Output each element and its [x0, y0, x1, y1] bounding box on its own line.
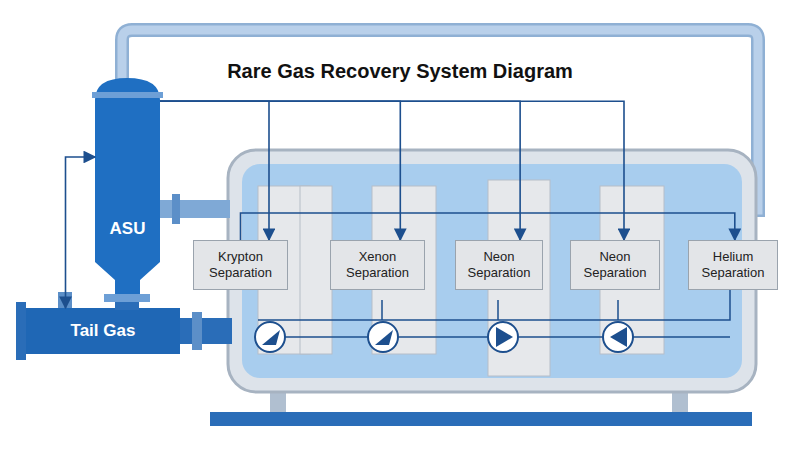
- node-label: Neon Separation: [575, 249, 655, 281]
- diagram-title: Rare Gas Recovery System Diagram: [0, 60, 800, 83]
- pump-symbol: [603, 322, 633, 352]
- flow-connector: [66, 157, 96, 308]
- flow-connector: [160, 101, 520, 240]
- node-label: Helium Separation: [693, 249, 773, 281]
- inlet-pipe: [160, 200, 230, 218]
- pumps: [255, 322, 633, 352]
- vessel-band: [92, 92, 163, 98]
- pump-symbol: [368, 322, 398, 352]
- node-label: Xenon Separation: [335, 249, 420, 281]
- flange: [192, 312, 202, 350]
- flow-connector: [160, 101, 624, 240]
- process-box: Helium Separation: [688, 240, 778, 290]
- node-label: Neon Separation: [460, 249, 538, 281]
- flange: [172, 194, 180, 224]
- support-leg: [672, 392, 688, 414]
- node-label: Krypton Separation: [198, 249, 283, 281]
- vessel-body: [95, 78, 160, 300]
- pump-symbol: [255, 322, 285, 352]
- housing-interior: [242, 164, 742, 378]
- tail-gas-pipe: [20, 308, 180, 354]
- drop-line: [382, 300, 618, 320]
- process-box: Neon Separation: [455, 240, 543, 290]
- base-platform: [210, 412, 752, 426]
- pump-symbol: [488, 322, 518, 352]
- node-label: ASU: [110, 219, 146, 239]
- node-label: Tail Gas: [71, 321, 136, 341]
- pump-symbol: [262, 330, 280, 345]
- pump-symbol: [610, 327, 627, 347]
- column-panel: [300, 186, 332, 354]
- pump-symbol: [375, 330, 393, 345]
- housing: [228, 150, 756, 392]
- flange: [16, 302, 26, 360]
- flow-connector: [160, 101, 269, 240]
- tail-gas-pipe: Tail Gas: [28, 308, 178, 354]
- asu-column: ASU: [95, 85, 160, 265]
- flow-connector: [241, 213, 735, 240]
- flow-connector: [160, 101, 400, 240]
- asu-vessel: [92, 78, 163, 310]
- pump-symbol: [496, 327, 513, 347]
- vessel-neck: [115, 302, 139, 310]
- process-box: Neon Separation: [570, 240, 660, 290]
- process-box: Xenon Separation: [330, 240, 425, 290]
- tail-gas-pipe: [180, 318, 232, 344]
- vessel-flange: [104, 294, 150, 302]
- support-leg: [270, 392, 286, 414]
- process-box: Krypton Separation: [193, 240, 288, 290]
